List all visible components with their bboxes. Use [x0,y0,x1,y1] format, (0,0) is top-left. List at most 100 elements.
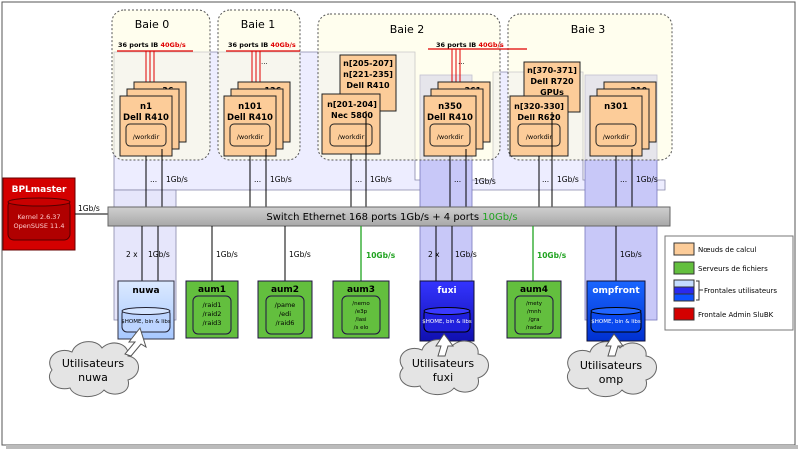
ib-speed-label: 40Gb/s [479,41,504,49]
link-speed: 1Gb/s [557,175,579,184]
node-model: Dell R620 [517,113,561,122]
frontend-title: ompfront [592,286,640,296]
ib-switch-bay-0: 36 ports IB 40Gb/s [117,41,193,84]
frontend-ompfront: ompfront $HOME, bin & libs [586,280,646,342]
node-model: Dell R410 [123,113,169,123]
link-speed: 1Gb/s [148,250,170,259]
switch-speed: 10Gb/s [482,212,517,223]
users-label: Utilisateurs [412,357,475,370]
frontend-title: fuxi [437,286,456,296]
disk-icon [329,123,373,147]
node-model: Dell R410 [346,81,390,90]
svg-text:36 ports IB 40Gb/s: 36 ports IB 40Gb/s [228,41,296,49]
fileserver-aum2: aum2 /pame /edi /raid6 [257,280,313,339]
bay-2-label: Baie 2 [390,23,425,36]
legend-bracket [696,280,703,301]
svg-text:36 ports IB 40Gb/s: 36 ports IB 40Gb/s [436,41,504,49]
svg-text:36 ports IB 40Gb/s: 36 ports IB 40Gb/s [118,41,186,49]
cloud-shape [399,339,489,395]
bplmaster-kernel: Kernel 2.6.37 [17,213,60,221]
mount-point: /mety [526,301,543,307]
users-group: fuxi [433,371,453,384]
legend: Nœuds de calcul Serveurs de fichiers Fro… [664,235,794,331]
users-cloud-omp: Utilisateurs omp [566,341,657,397]
disk-icon [125,123,167,147]
ib-switch-bay-1: 36 ports IB 40Gb/s ... [226,41,300,84]
mount-point: /raid3 [203,319,222,327]
ellipsis: ... [458,58,465,66]
mount-point: /pame [275,301,296,309]
fileserver-title: aum2 [271,285,299,295]
mount-point: /raid1 [203,301,222,309]
workdir-label: /workdir [133,133,160,141]
disk-top [423,307,471,315]
mount-point: /lasi [355,317,367,323]
legend-swatch-frontend [673,279,695,288]
mount-point: /edi [279,310,291,318]
fileserver-title: aum1 [198,285,226,295]
ellipsis: ... [620,175,627,184]
ellipsis: ... [261,58,268,66]
workdir-label: /workdir [437,133,464,141]
ib-ports-label: 36 ports IB [118,41,158,49]
frontend-fuxi: fuxi $HOME, bin & libs [419,280,475,342]
ib-ports-label: 36 ports IB [436,41,476,49]
link-speed: 1Gb/s [216,250,238,259]
link-speed: 1Gb/s [474,177,496,186]
workdir-label: /workdir [237,133,264,141]
home-label: $HOME, bin & libs [422,319,472,325]
bay-1-label: Baie 1 [241,18,276,31]
disk-icon [429,123,471,147]
link-speed: 1Gb/s [455,250,477,259]
legend-label: Frontale Admin SluBK [698,311,774,319]
downlink-labels: 2 x 1Gb/s 1Gb/s 1Gb/s 10Gb/s 2 x 1Gb/s 1… [126,250,642,260]
legend-swatch-admin [673,307,695,321]
bplmaster-admin-node: BPLmaster Kernel 2.6.37 OpenSUSE 11.4 [2,177,76,251]
bay-3-label: Baie 3 [571,23,606,36]
compute-uplinks [145,111,633,207]
link-multiplier: 2 x [126,250,138,259]
switch-text: Switch Ethernet 168 ports 1Gb/s + 4 port… [266,212,479,223]
compute-node-bay-2-group-c: n361 n350 Dell R410 /workdir [423,81,491,157]
disk-icon [265,295,305,335]
ib-ports-label: 36 ports IB [228,41,268,49]
disk-icon [192,295,232,335]
node-name: n1 [140,102,152,112]
users-group: nuwa [78,371,108,384]
cloud-shape [566,341,657,397]
link-speed: 1Gb/s [370,175,392,184]
frontend-title: nuwa [132,286,159,296]
legend-swatch-compute [673,242,695,256]
mount-point: /mnh [527,309,542,315]
compute-node-bay-1: n136 n101 Dell R410 /workdir [223,81,291,157]
node-model: Nec 5800 [331,111,373,120]
mount-point: /radar [526,325,543,331]
bay-0-label: Baie 0 [135,18,170,31]
ellipsis: ... [150,175,157,184]
node-range: n[320-330] [514,102,564,111]
link-speed: 1Gb/s [166,175,188,184]
link-speed: 1Gb/s [620,250,642,259]
link-speed: 1Gb/s [270,175,292,184]
fileserver-aum1: aum1 /raid1 /raid2 /raid3 [185,280,239,339]
fileserver-title: aum4 [520,285,548,295]
node-model: Dell R410 [227,113,273,123]
legend-label: Serveurs de fichiers [698,265,768,273]
node-name: n350 [438,102,462,112]
ib-speed-label: 40Gb/s [271,41,296,49]
mount-point: /gra [529,317,540,323]
node-range: n[205-207] [343,59,393,68]
users-group: omp [599,373,623,386]
disk-top [121,307,171,315]
arrow-icon [124,326,147,357]
mount-point: /e3p [355,309,368,315]
mount-point: /raid6 [276,319,295,327]
node-gpu-label: GPUs [540,88,564,97]
ellipsis: ... [454,175,461,184]
link-speed-10g: 10Gb/s [537,251,567,260]
switch-label: Switch Ethernet 168 ports 1Gb/s + 4 port… [266,212,517,223]
node-range: n[221-235] [343,70,393,79]
ethernet-switch [107,206,671,227]
disk-icon [229,123,271,147]
